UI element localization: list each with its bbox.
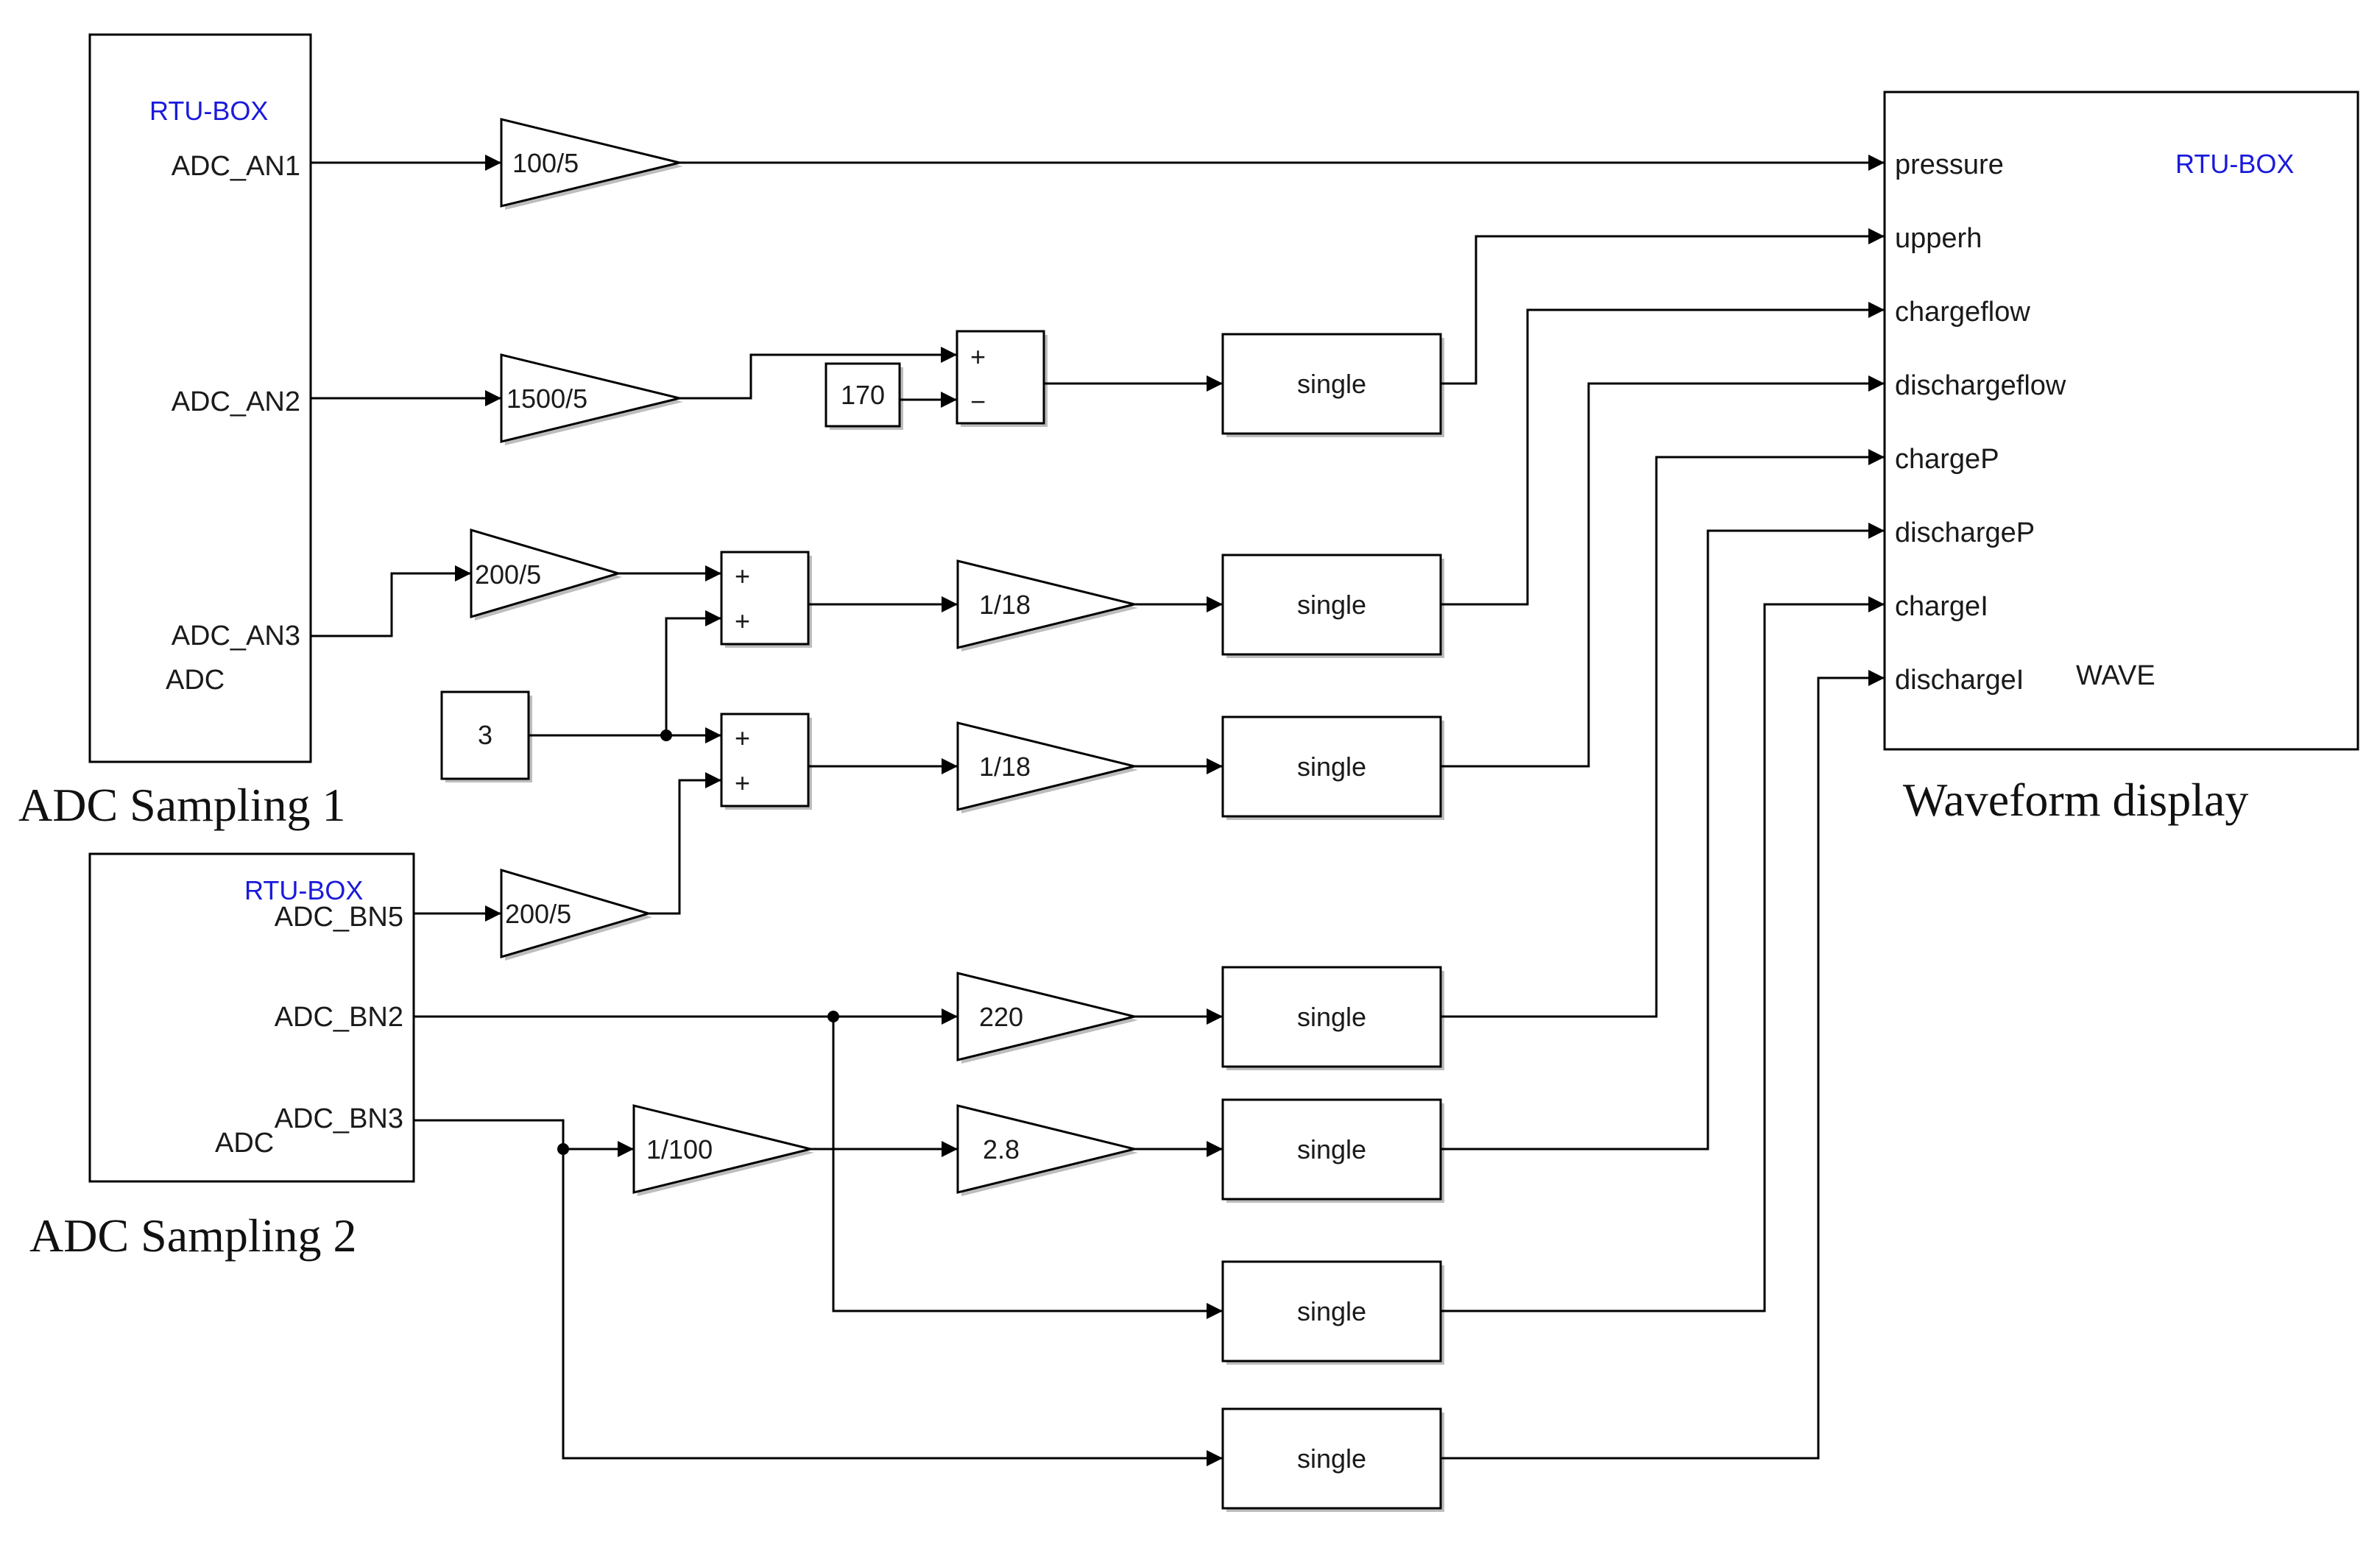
adc1-port-an1: ADC_AN1 <box>172 151 300 182</box>
constant-3[interactable]: 3 <box>440 690 532 782</box>
single-block-7[interactable]: single <box>1221 1407 1444 1512</box>
svg-text:170: 170 <box>841 380 885 410</box>
single-block-5[interactable]: single <box>1221 1098 1444 1203</box>
adc2-footer: ADC <box>215 1128 274 1159</box>
adc1-caption: ADC Sampling 1 <box>18 779 345 831</box>
wave-port-chargei: chargeI <box>1895 591 1988 622</box>
svg-text:+: + <box>735 723 750 753</box>
svg-text:1/18: 1/18 <box>979 590 1031 620</box>
wave-port-upperh: upperh <box>1895 223 1982 254</box>
gain-bn2[interactable]: 220 <box>956 972 1138 1064</box>
svg-text:+: + <box>735 768 750 798</box>
svg-text:3: 3 <box>478 720 492 750</box>
svg-text:single: single <box>1297 590 1366 620</box>
sum-block-1[interactable]: + − <box>956 330 1048 427</box>
adc1-title: RTU-BOX <box>149 96 268 126</box>
svg-text:single: single <box>1297 1443 1366 1474</box>
gain-sum1[interactable]: 1/18 <box>956 559 1138 651</box>
wave-port-chargep: chargeP <box>1895 444 1999 475</box>
wave-port-pressure: pressure <box>1895 149 2004 180</box>
svg-text:100/5: 100/5 <box>512 148 579 178</box>
constant-170[interactable]: 170 <box>824 362 903 430</box>
wave-port-dischargeflow: dischargeflow <box>1895 370 2066 401</box>
svg-text:1500/5: 1500/5 <box>506 384 587 414</box>
svg-text:1/100: 1/100 <box>646 1134 713 1164</box>
wave-port-dischargei: dischargeI <box>1895 665 2024 696</box>
adc-sampling-1-block[interactable]: RTU-BOX ADC_AN1 ADC_AN2 ADC_AN3 ADC <box>88 33 312 763</box>
gain-bn3[interactable]: 1/100 <box>632 1104 814 1196</box>
single-block-2[interactable]: single <box>1221 554 1444 658</box>
waveform-display-block[interactable]: RTU-BOX pressure upperh chargeflow disch… <box>1883 91 2359 751</box>
single-block-3[interactable]: single <box>1221 715 1444 820</box>
svg-text:220: 220 <box>979 1002 1023 1032</box>
single-block-4[interactable]: single <box>1221 966 1444 1070</box>
adc2-port-bn2: ADC_BN2 <box>275 1002 403 1033</box>
adc-sampling-2-block[interactable]: RTU-BOX ADC_BN5 ADC_BN2 ADC_BN3 ADC <box>88 852 415 1183</box>
svg-text:+: + <box>735 561 750 591</box>
adc2-caption: ADC Sampling 2 <box>29 1209 356 1262</box>
svg-text:2.8: 2.8 <box>983 1134 1020 1164</box>
svg-text:−: − <box>970 386 986 417</box>
gain-an2[interactable]: 1500/5 <box>500 353 683 445</box>
wave-footer: WAVE <box>2076 660 2155 691</box>
gain-sum2[interactable]: 1/18 <box>956 721 1138 813</box>
svg-text:+: + <box>970 342 986 372</box>
wave-port-dischargep: dischargeP <box>1895 517 2035 548</box>
sum-block-2[interactable]: + + <box>720 551 812 648</box>
wave-caption: Waveform display <box>1903 774 2248 826</box>
gain-an1[interactable]: 100/5 <box>500 118 683 210</box>
single-block-6[interactable]: single <box>1221 1260 1444 1365</box>
svg-text:single: single <box>1297 1134 1366 1164</box>
svg-text:200/5: 200/5 <box>505 899 571 929</box>
adc2-port-bn3: ADC_BN3 <box>275 1103 403 1134</box>
svg-text:1/18: 1/18 <box>979 752 1031 782</box>
signal-lines <box>311 155 1885 1466</box>
wave-port-chargeflow: chargeflow <box>1895 297 2030 328</box>
gain-an3[interactable]: 200/5 <box>470 528 623 621</box>
sum-block-3[interactable]: + + <box>720 713 812 810</box>
single-block-1[interactable]: single <box>1221 333 1444 437</box>
svg-text:single: single <box>1297 1296 1366 1326</box>
svg-text:single: single <box>1297 752 1366 782</box>
adc1-port-an2: ADC_AN2 <box>172 386 300 417</box>
adc2-title: RTU-BOX <box>244 875 363 905</box>
gain-bn5[interactable]: 200/5 <box>500 868 653 961</box>
adc2-port-bn5: ADC_BN5 <box>275 902 403 933</box>
gain-bn3b[interactable]: 2.8 <box>956 1104 1138 1196</box>
adc1-footer: ADC <box>166 665 225 696</box>
wave-title: RTU-BOX <box>2175 149 2294 179</box>
svg-text:single: single <box>1297 1002 1366 1032</box>
svg-text:200/5: 200/5 <box>475 559 541 590</box>
svg-text:+: + <box>735 606 750 636</box>
adc1-port-an3: ADC_AN3 <box>172 621 300 651</box>
svg-text:single: single <box>1297 369 1366 399</box>
